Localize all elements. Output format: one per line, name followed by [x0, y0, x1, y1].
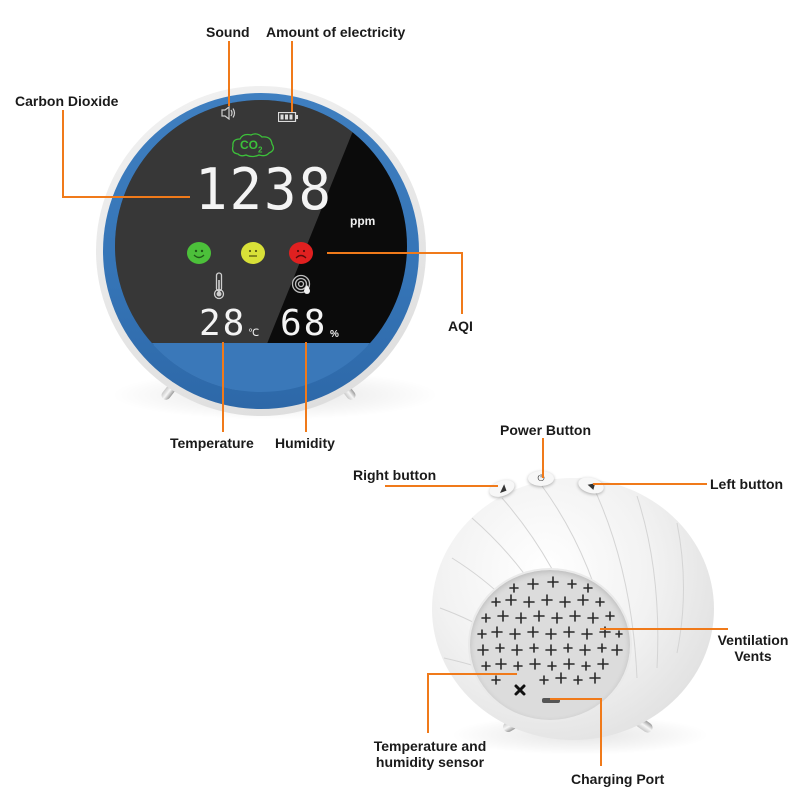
co2-badge-text: CO: [240, 138, 258, 152]
sound-icon: [221, 105, 237, 121]
power-icon: ⏻: [537, 473, 545, 483]
label-right-button: Right button: [353, 467, 437, 483]
label-humidity: Humidity: [275, 435, 335, 451]
back-vent-plate: [468, 568, 632, 722]
humidity-icon: [291, 274, 313, 296]
temperature-value: 28: [199, 303, 247, 344]
callout-charging-horizontal: [550, 698, 602, 700]
left-arrow-icon: ◀: [586, 479, 596, 491]
humidity-unit: %: [330, 329, 339, 340]
co2-cloud-icon: [230, 132, 276, 158]
callout-right-button: [385, 485, 498, 487]
label-left-button: Left button: [710, 476, 784, 492]
screen-background: [115, 100, 407, 345]
smile-icon: [193, 249, 205, 259]
callout-co2-horizontal: [62, 196, 190, 198]
label-temperature: Temperature: [170, 435, 254, 451]
label-sensor-line1: Temperature and: [373, 738, 487, 754]
sensor-opening: [514, 684, 526, 696]
co2-badge-subscript: 2: [258, 145, 263, 155]
callout-temperature: [222, 342, 224, 432]
callout-co2-vertical: [62, 110, 64, 197]
power-button[interactable]: ⏻: [528, 471, 554, 486]
callout-aqi-horizontal: [327, 252, 463, 254]
label-sound: Sound: [206, 24, 250, 40]
label-aqi: AQI: [448, 318, 473, 334]
humidity-value: 68: [280, 303, 328, 344]
front-display-screen: CO2 1238 ppm: [115, 100, 407, 392]
co2-badge-label: CO2: [240, 138, 262, 154]
aqi-face-good: [187, 242, 211, 264]
label-ventilation-line2: Vents: [734, 648, 772, 664]
right-arrow-icon: ◢: [496, 482, 507, 494]
callout-power: [542, 438, 544, 478]
aqi-face-bad: [289, 242, 313, 264]
label-ventilation-vents: Ventilation Vents: [712, 632, 794, 664]
neutral-face-icon: [248, 249, 258, 257]
temperature-unit: ℃: [248, 328, 260, 339]
thermometer-icon: [212, 272, 226, 300]
label-carbon-dioxide: Carbon Dioxide: [15, 93, 119, 109]
label-power-button: Power Button: [500, 422, 591, 438]
co2-value: 1238: [195, 156, 334, 223]
battery-icon: [277, 109, 298, 123]
callout-charging-vertical: [600, 698, 602, 766]
callout-electricity: [291, 41, 293, 112]
label-sensor-line2: humidity sensor: [375, 754, 485, 770]
label-electricity: Amount of electricity: [266, 24, 406, 40]
label-charging-port: Charging Port: [571, 771, 665, 787]
screen-bottom-band: [115, 343, 407, 392]
callout-sensor-vertical: [427, 673, 429, 733]
callout-sensor-horizontal: [427, 673, 517, 675]
callout-sound: [228, 41, 230, 106]
aqi-face-moderate: [241, 242, 265, 264]
label-temperature-humidity-sensor: Temperature and humidity sensor: [368, 738, 492, 770]
label-ventilation-line1: Ventilation: [717, 632, 789, 648]
callout-aqi-vertical: [461, 252, 463, 314]
callout-ventilation: [600, 628, 728, 630]
co2-unit: ppm: [350, 214, 376, 228]
sad-face-icon: [295, 249, 307, 259]
callout-left-button: [593, 483, 707, 485]
callout-humidity: [305, 342, 307, 432]
